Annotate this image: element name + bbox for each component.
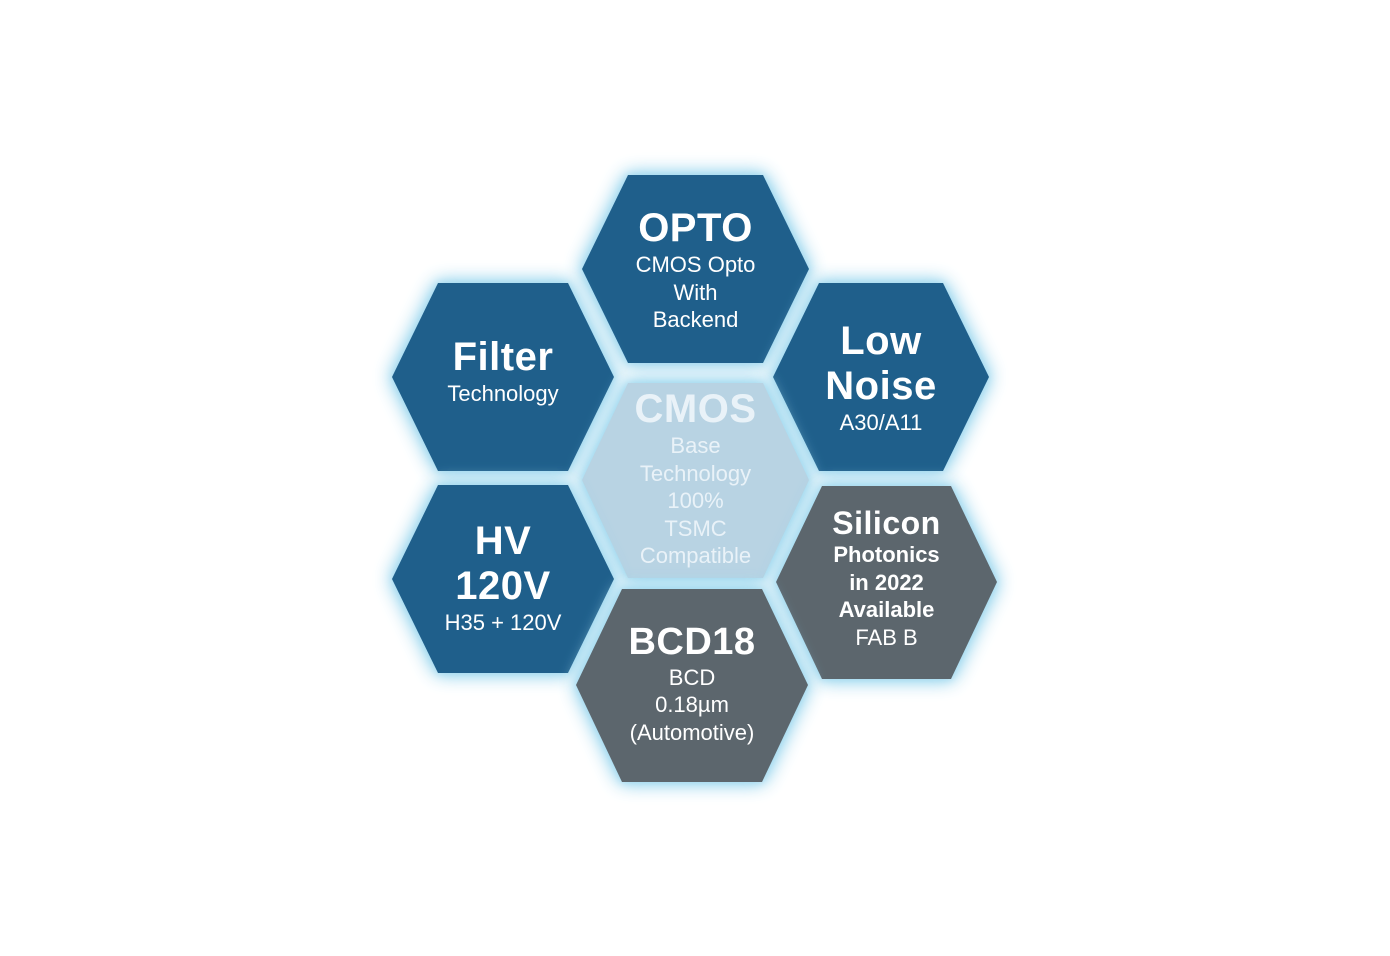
hex-cmos-content: CMOS Base Technology 100% TSMC Compatibl… <box>635 387 757 569</box>
hex-opto-content: OPTO CMOS Opto With Backend <box>636 206 756 333</box>
hex-low-noise-title-2: Noise <box>825 364 937 409</box>
hex-cmos-shape <box>582 383 809 578</box>
hex-hv-content: HV 120V H35 + 120V <box>445 519 562 636</box>
hex-cmos-line-4: TSMC <box>664 515 727 541</box>
hex-opto-shape <box>582 175 809 363</box>
hex-bcd18-shape <box>576 589 808 782</box>
hex-bcd18: BCD18 BCD 0.18µm (Automotive) <box>576 589 808 782</box>
hex-opto-line-3: Backend <box>652 307 739 333</box>
hex-cmos: CMOS Base Technology 100% TSMC Compatibl… <box>582 383 809 578</box>
hex-cmos-title: CMOS <box>634 387 757 432</box>
hex-silicon-line-3: Available <box>838 597 935 623</box>
hex-opto: OPTO CMOS Opto With Backend <box>582 175 809 363</box>
hex-bcd18-line-1: BCD <box>668 664 716 690</box>
hex-hv: HV 120V H35 + 120V <box>392 485 614 673</box>
hex-hv-title-2: 120V <box>455 564 551 609</box>
hex-filter-shape <box>392 283 614 471</box>
hex-low-noise-line-1: A30/A11 <box>839 410 923 436</box>
hex-filter: Filter Technology <box>392 283 614 471</box>
hex-silicon-line-1: Photonics <box>833 542 940 568</box>
hex-cmos-line-1: Base <box>670 433 721 459</box>
hex-low-noise-title-1: Low <box>840 319 922 364</box>
hex-filter-line-1: Technology <box>447 380 559 406</box>
hex-silicon-photonics-content: Silicon Photonics in 2022 Available FAB … <box>832 504 941 652</box>
hex-filter-title: Filter <box>452 334 554 379</box>
hex-hv-shape <box>392 485 614 673</box>
hex-low-noise-shape <box>773 283 989 471</box>
hex-low-noise-content: Low Noise A30/A11 <box>825 319 936 436</box>
hex-low-noise: Low Noise A30/A11 <box>773 283 989 471</box>
hex-filter-content: Filter Technology <box>447 335 558 407</box>
hex-silicon-line-2: in 2022 <box>849 569 924 595</box>
hex-opto-line-1: CMOS Opto <box>635 252 756 278</box>
hex-silicon-line-4: FAB B <box>855 624 918 650</box>
hex-opto-line-2: With <box>673 279 718 305</box>
hex-opto-title: OPTO <box>638 206 753 251</box>
hex-cmos-line-3: 100% <box>667 488 724 514</box>
hex-hv-title-1: HV <box>474 519 532 564</box>
hex-bcd18-title: BCD18 <box>628 620 756 663</box>
hex-cmos-line-5: Compatible <box>639 543 752 569</box>
hex-silicon-title: Silicon <box>832 504 941 541</box>
hex-cmos-line-2: Technology <box>639 460 752 486</box>
hex-silicon-photonics: Silicon Photonics in 2022 Available FAB … <box>776 486 997 679</box>
hex-silicon-photonics-shape <box>776 486 997 679</box>
hex-bcd18-content: BCD18 BCD 0.18µm (Automotive) <box>628 621 755 746</box>
hex-bcd18-line-2: 0.18µm <box>655 692 729 718</box>
hex-bcd18-line-3: (Automotive) <box>629 719 755 745</box>
hex-hv-line-1: H35 + 120V <box>444 610 562 636</box>
